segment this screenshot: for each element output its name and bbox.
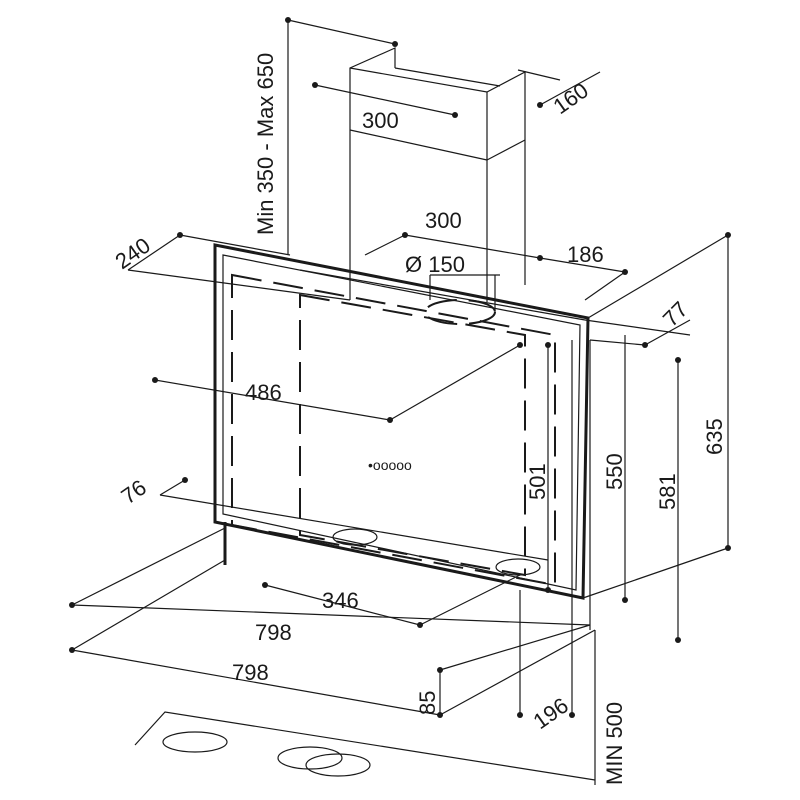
label-inner-height: 501	[525, 463, 550, 500]
label-inner-width: 486	[245, 380, 282, 405]
chimney	[349, 47, 526, 302]
label-flange-width: 300	[425, 208, 462, 233]
label-chimney-height: Min 350 - Max 650	[253, 53, 278, 235]
hob	[134, 711, 596, 781]
label-base-width: 346	[322, 588, 359, 613]
label-panel-offset: 77	[658, 297, 693, 332]
label-bottom-depth: 76	[117, 475, 151, 510]
label-total-height: 635	[702, 418, 727, 455]
chimney-height-dimension	[285, 17, 398, 255]
label-depth-top: 240	[111, 233, 155, 275]
label-projection: 196	[529, 693, 573, 735]
label-base-height: 85	[415, 691, 440, 715]
label-height-581: 581	[655, 473, 680, 510]
label-width-2: 798	[232, 660, 269, 685]
label-width-1: 798	[255, 620, 292, 645]
label-chimney-width: 300	[362, 108, 399, 133]
flange	[299, 232, 628, 325]
label-min-distance: MIN 500	[602, 702, 627, 785]
label-duct-diameter: Ø 150	[405, 252, 465, 277]
glass-panel	[213, 243, 591, 630]
label-chimney-depth: 160	[549, 78, 593, 120]
label-flange-offset: 186	[567, 242, 604, 267]
label-height-550: 550	[602, 453, 627, 490]
control-panel-buttons: •ooooo	[368, 457, 412, 473]
